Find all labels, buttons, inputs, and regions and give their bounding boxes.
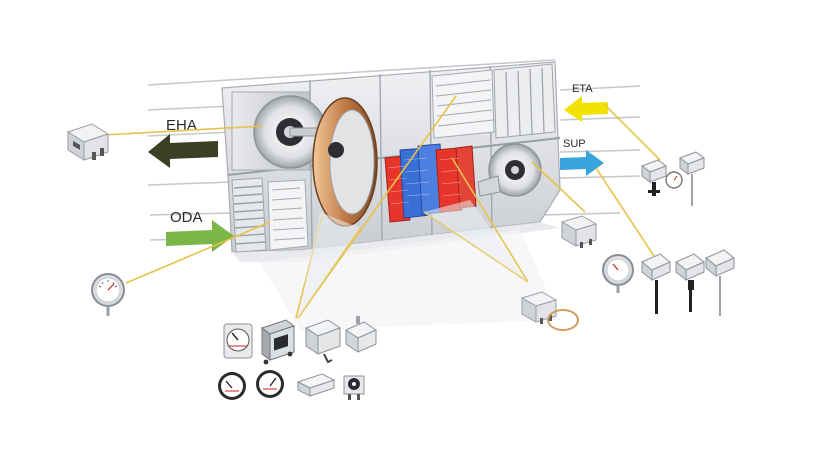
callout-line [125,221,271,284]
callout-line [531,161,586,213]
airflow-sup: SUP [560,138,604,176]
duct-temperature-sensor-icon [641,253,671,314]
eta-arrow [564,96,608,122]
pressure-transmitter-icon [520,291,558,324]
sensor-cluster-right-top [640,151,706,206]
exhaust-fan [231,91,335,171]
differential-pressure-gauge-icon [223,323,253,359]
differential-pressure-gauge-icon [256,370,284,398]
sup-arrow [560,150,604,176]
airflow-eha: EHA [148,117,218,168]
heat-recovery-wheel [312,97,378,227]
frost-protection-thermostat-icon [344,316,378,353]
dial-thermometer-icon [91,273,125,316]
pressure-transmitter-icon [296,373,336,397]
intake-damper [231,177,267,253]
duct-temperature-sensor-icon [705,249,735,316]
pressure-transmitter-icon [66,123,110,161]
duct-temperature-sensor-icon [640,159,668,196]
duct-temperature-sensor-icon [675,253,705,312]
upper-filter [431,69,495,139]
pressure-transmitter-icon [560,215,598,248]
airflow-oda: ODA [166,209,234,252]
sup-label: SUP [563,138,586,150]
dial-thermometer-icon [665,171,683,189]
callout-line [103,125,263,136]
duct-temperature-sensor-icon [304,319,342,364]
dial-thermometer-icon [602,254,634,293]
duct-temperature-sensor-icon [678,151,706,206]
callout-line [595,167,655,257]
supply-fan [477,143,542,197]
callout-line [451,157,529,283]
callout-line [603,103,661,161]
exhaust-damper [493,63,556,139]
callout-cones [298,200,528,318]
differential-pressure-switch-icon [343,375,365,400]
differential-pressure-gauge-icon [218,372,246,400]
capillary-tube-icon [547,309,579,331]
airflow-eta: ETA [564,83,608,122]
sensor-cluster-center [218,316,378,400]
sensor-cluster-right-bottom [602,249,735,316]
oda-label: ODA [170,209,203,226]
eha-arrow [148,134,218,168]
differential-pressure-switch-icon [260,319,296,365]
eta-label: ETA [572,83,593,95]
filter-bank [267,179,309,251]
